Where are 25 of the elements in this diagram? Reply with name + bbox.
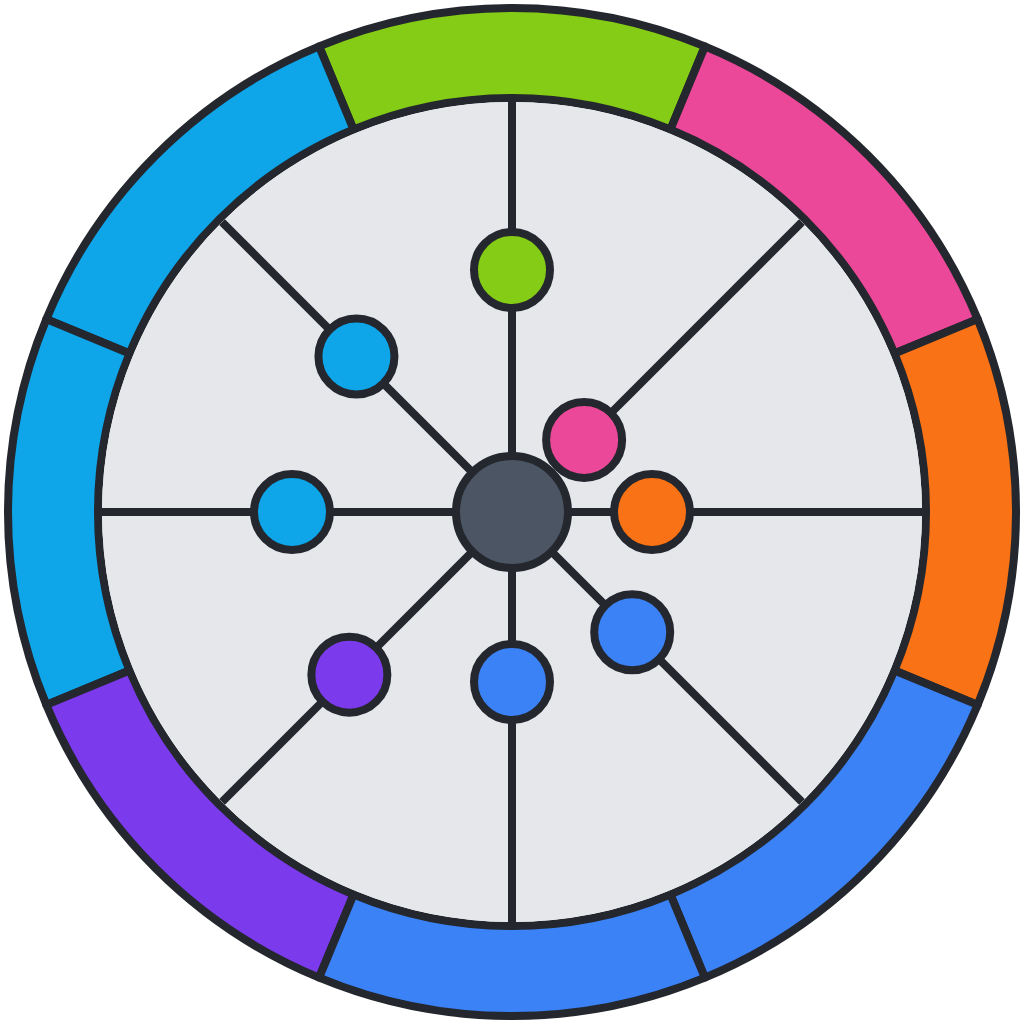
spoke-line <box>568 508 614 516</box>
spoke-line <box>508 568 516 644</box>
hub-circle <box>452 452 572 572</box>
spoke-line <box>373 548 476 651</box>
ring-segment <box>42 666 358 982</box>
ring-segment <box>666 42 982 358</box>
ring-segment <box>890 315 1020 709</box>
spoke-line <box>219 219 333 333</box>
ring-segment <box>666 666 982 982</box>
ring-segment <box>4 315 134 709</box>
spoke-line <box>330 508 456 516</box>
inner-disc <box>102 102 922 922</box>
spoke-line <box>508 102 516 232</box>
spoke-line <box>508 308 516 456</box>
spoke-line <box>690 508 922 516</box>
spoke-line <box>656 656 805 805</box>
spoke-line <box>548 548 609 609</box>
spoke-line <box>608 219 805 416</box>
ring-segment <box>42 42 358 358</box>
spoke-line <box>219 698 326 805</box>
ring-segment <box>315 4 709 134</box>
spoke-line <box>102 508 254 516</box>
spoke-line <box>508 720 516 922</box>
ring-segment <box>315 890 709 1020</box>
spoke-line <box>380 380 476 476</box>
